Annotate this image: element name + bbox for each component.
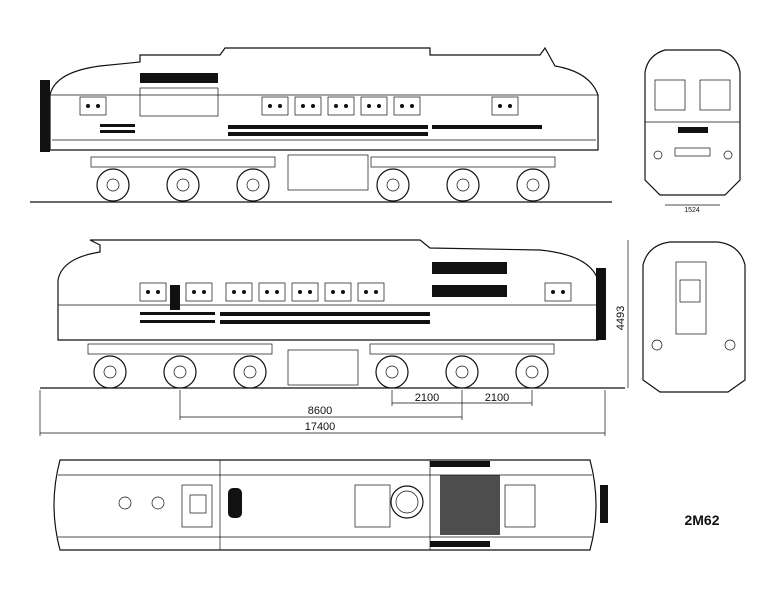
wheel: [515, 355, 549, 389]
window-latch: [331, 290, 335, 294]
window: [79, 96, 107, 116]
window-latch: [96, 104, 100, 108]
window: [544, 282, 572, 302]
wheel: [516, 168, 550, 202]
window-latch: [561, 290, 565, 294]
wheel-hub: [243, 365, 257, 379]
bogie-frame: [87, 343, 273, 355]
wheel-hub: [103, 365, 117, 379]
buffer-plate: [596, 268, 606, 340]
wheel: [375, 355, 409, 389]
window-latch: [508, 104, 512, 108]
wheel: [163, 355, 197, 389]
window: [393, 96, 421, 116]
wheel-hub: [176, 178, 190, 192]
model-title: 2M62: [684, 512, 719, 528]
window: [185, 282, 213, 302]
window: [261, 96, 289, 116]
window: [225, 282, 253, 302]
window-latch: [367, 104, 371, 108]
wheel-hub: [385, 365, 399, 379]
axle-spacing-1: 2100: [415, 392, 439, 404]
window-latch: [278, 104, 282, 108]
window-latch: [232, 290, 236, 294]
window-latch: [410, 104, 414, 108]
window: [324, 282, 352, 302]
bogie-distance: 8600: [308, 405, 332, 417]
bogie-frame: [369, 343, 555, 355]
window-latch: [298, 290, 302, 294]
wheel-hub: [455, 365, 469, 379]
window-latch: [86, 104, 90, 108]
height-dimension: 4493: [615, 306, 627, 330]
buffer-plate: [40, 80, 50, 152]
window-latch: [364, 290, 368, 294]
window: [491, 96, 519, 116]
window-latch: [551, 290, 555, 294]
dimension-lines: 2100 2100 8600 17400: [39, 390, 606, 436]
window-latch: [156, 290, 160, 294]
window-latch: [400, 104, 404, 108]
track-gauge-label: 1524: [684, 207, 700, 214]
wheel: [445, 355, 479, 389]
window-latch: [377, 104, 381, 108]
rear-end-view: [642, 241, 746, 393]
window-latch: [498, 104, 502, 108]
window-latch: [242, 290, 246, 294]
side-view-middle: 4493: [40, 239, 629, 389]
window: [258, 282, 286, 302]
wheel-hub: [173, 365, 187, 379]
side-view-top: [30, 46, 612, 203]
window: [139, 282, 167, 302]
axle-spacing-2: 2100: [485, 392, 509, 404]
window-latch: [146, 290, 150, 294]
window: [291, 282, 319, 302]
wheel: [446, 168, 480, 202]
wheel-hub: [106, 178, 120, 192]
window-latch: [192, 290, 196, 294]
wheel-hub: [246, 178, 260, 192]
wheel-hub: [456, 178, 470, 192]
window-latch: [308, 290, 312, 294]
window-latch: [301, 104, 305, 108]
window-latch: [374, 290, 378, 294]
wheel: [93, 355, 127, 389]
window: [327, 96, 355, 116]
wheel: [96, 168, 130, 202]
wheel: [233, 355, 267, 389]
wheel: [166, 168, 200, 202]
window-latch: [275, 290, 279, 294]
wheel: [376, 168, 410, 202]
window-latch: [202, 290, 206, 294]
wheel-hub: [526, 178, 540, 192]
window-latch: [268, 104, 272, 108]
window-latch: [334, 104, 338, 108]
window: [360, 96, 388, 116]
bogie-frame: [370, 156, 556, 168]
wheel-hub: [525, 365, 539, 379]
wheel: [236, 168, 270, 202]
window: [294, 96, 322, 116]
window-latch: [265, 290, 269, 294]
front-end-view: 1524: [644, 49, 741, 214]
bogie-frame: [90, 156, 276, 168]
window-latch: [341, 290, 345, 294]
window-latch: [344, 104, 348, 108]
window-latch: [311, 104, 315, 108]
overall-length: 17400: [305, 421, 336, 433]
wheel-hub: [386, 178, 400, 192]
window: [357, 282, 385, 302]
plan-view: [53, 459, 608, 551]
